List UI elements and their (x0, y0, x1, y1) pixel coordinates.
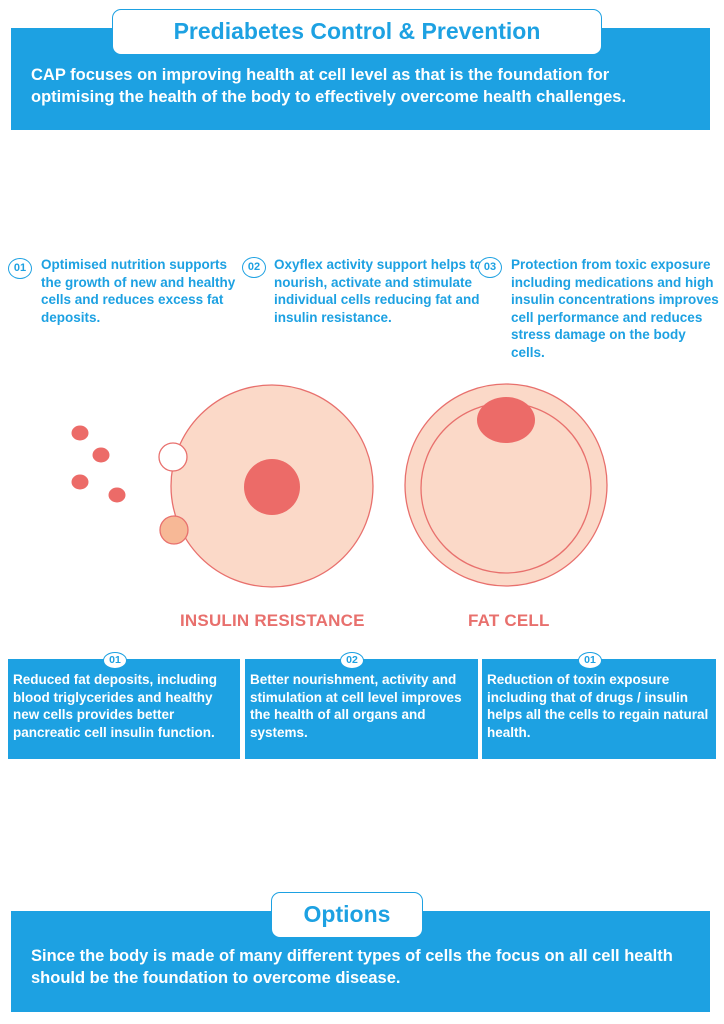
insulin-resistance-cell (158, 384, 374, 588)
outcome-1-text: Reduced fat deposits, including blood tr… (13, 672, 218, 740)
insulin-resistance-label: INSULIN RESISTANCE (180, 611, 365, 630)
fat-particles (71, 425, 126, 503)
fat-particle (71, 474, 89, 490)
intro-text: CAP focuses on improving health at cell … (31, 66, 627, 106)
step-2-text: Oxyflex activity support helps to nouris… (274, 257, 483, 325)
receptor-empty (158, 442, 188, 472)
outcome-box-2: Better nourishment, activity and stimula… (245, 659, 478, 759)
outcome-2-text: Better nourishment, activity and stimula… (250, 672, 462, 740)
step-1-number: 01 (8, 258, 32, 279)
fat-cell-nucleus (477, 397, 535, 443)
step-2-number: 02 (242, 257, 266, 278)
fat-particle (92, 447, 110, 463)
fat-particle (108, 487, 126, 503)
step-3-number: 03 (478, 257, 502, 278)
step-3-text: Protection from toxic exposure including… (511, 257, 719, 360)
page-title: Prediabetes Control & Prevention (112, 9, 602, 55)
step-1-text: Optimised nutrition supports the growth … (41, 257, 236, 325)
cell-nucleus (244, 459, 300, 515)
outcome-box-1: Reduced fat deposits, including blood tr… (8, 659, 240, 759)
options-text: Since the body is made of many different… (31, 947, 673, 987)
fat-particle (71, 425, 89, 441)
outcome-3-number: 01 (578, 652, 602, 669)
fat-cell-label: FAT CELL (468, 611, 550, 630)
options-title: Options (271, 892, 423, 938)
outcome-2-number: 02 (340, 652, 364, 669)
receptor-filled (159, 515, 189, 545)
outcome-3-text: Reduction of toxin exposure including th… (487, 672, 709, 740)
fat-cell (404, 383, 608, 587)
outcome-box-3: Reduction of toxin exposure including th… (482, 659, 716, 759)
fat-cell-outer (404, 383, 608, 587)
outcome-1-number: 01 (103, 652, 127, 669)
cell-diagram (71, 383, 608, 588)
